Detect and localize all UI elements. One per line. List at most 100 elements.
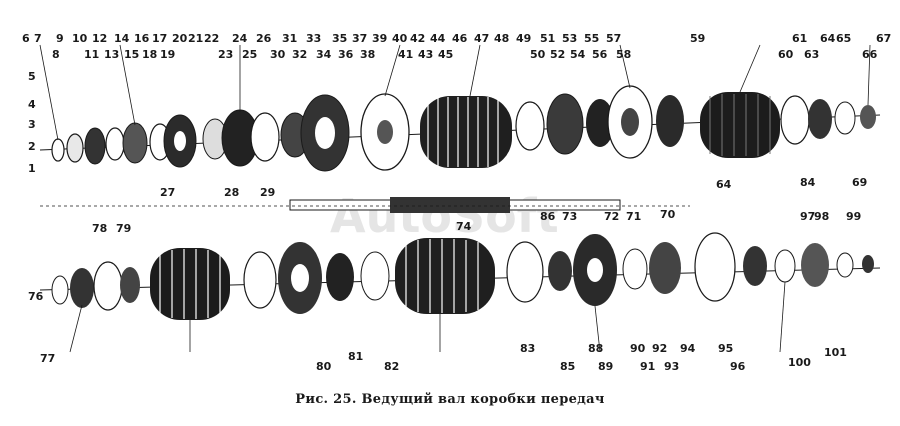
label-top-49: 57 [606, 32, 621, 45]
label-top-22: 30 [270, 48, 286, 61]
label-top-56: 65 [836, 32, 851, 45]
label-top-50: 58 [616, 48, 631, 61]
label-mid-74: 74 [456, 220, 472, 233]
label-top-37: 45 [438, 48, 453, 61]
label-side-4: 4 [28, 98, 36, 111]
label-top-34: 42 [410, 32, 425, 45]
label-bot-91: 91 [640, 360, 655, 373]
label-top-24: 32 [292, 48, 307, 61]
label-bot-95: 95 [718, 342, 733, 355]
label-top-40: 48 [494, 32, 509, 45]
label-mid-28: 28 [224, 186, 239, 199]
label-mid-64: 64 [716, 178, 732, 191]
label-top-32: 40 [392, 32, 408, 45]
label-bot-90: 90 [630, 342, 646, 355]
label-top-6: 11 [84, 48, 99, 61]
label-top-5: 10 [72, 32, 88, 45]
label-bot-78: 78 [92, 222, 107, 235]
label-top-26: 34 [316, 48, 332, 61]
label-bot-83: 83 [520, 342, 535, 355]
label-bot-86: 86 [540, 210, 556, 223]
label-top-35: 43 [418, 48, 433, 61]
label-top-25: 33 [306, 32, 321, 45]
label-bot-98: 98 [814, 210, 829, 223]
label-top-8: 13 [104, 48, 119, 61]
label-top-16: 21 [188, 32, 203, 45]
upper-shaft-assembly [39, 85, 881, 172]
other-labels: 1 2 3 4 5 27 28 29 64 69 70 71 72 73 74 … [28, 70, 867, 373]
label-bot-97: 97 [800, 210, 815, 223]
label-top-14: 19 [160, 48, 175, 61]
label-bot-96: 96 [730, 360, 746, 373]
label-top-31: 39 [372, 32, 387, 45]
label-top-53: 61 [792, 32, 807, 45]
label-bot-93: 93 [664, 360, 679, 373]
label-bot-81: 81 [348, 350, 363, 363]
label-mid-29: 29 [260, 186, 275, 199]
label-bot-100: 100 [788, 356, 811, 369]
label-top-36: 44 [430, 32, 446, 45]
label-top-39: 47 [474, 32, 489, 45]
label-mid-73: 73 [562, 210, 577, 223]
label-top-43: 51 [540, 32, 555, 45]
label-top-45: 53 [562, 32, 577, 45]
leader-lines [39, 44, 871, 353]
label-top-21: 26 [256, 32, 272, 45]
label-top-57: 66 [862, 48, 878, 61]
label-top-28: 36 [338, 48, 354, 61]
lower-shaft-assembly [39, 232, 881, 320]
label-top-51: 59 [690, 32, 705, 45]
label-side-2: 2 [28, 140, 36, 153]
label-bot-89: 89 [598, 360, 613, 373]
label-top-13: 18 [142, 48, 157, 61]
label-mid-71: 71 [626, 210, 641, 223]
label-bot-80: 80 [316, 360, 332, 373]
label-top-17: 22 [204, 32, 219, 45]
label-top-38: 46 [452, 32, 468, 45]
label-side-1: 1 [28, 162, 36, 175]
label-top-4: 9 [56, 32, 64, 45]
label-top-10: 15 [124, 48, 139, 61]
label-bot-101: 101 [824, 346, 847, 359]
label-mid-70: 70 [660, 208, 676, 221]
top-labels: 6 7 8 9 10 11 12 13 14 15 16 17 18 19 20… [22, 32, 891, 61]
label-top-33: 41 [398, 48, 413, 61]
label-top-58: 67 [876, 32, 891, 45]
label-bot-85: 85 [560, 360, 575, 373]
label-bot-88: 88 [588, 342, 603, 355]
label-top-29: 37 [352, 32, 367, 45]
label-top-42: 50 [530, 48, 546, 61]
label-top-46: 54 [570, 48, 586, 61]
label-top-9: 14 [114, 32, 130, 45]
label-top-48: 56 [592, 48, 608, 61]
label-bot-79: 79 [116, 222, 131, 235]
label-top-30: 38 [360, 48, 375, 61]
label-top-3: 8 [52, 48, 60, 61]
label-top-54: 63 [804, 48, 819, 61]
figure-caption: Рис. 25. Ведущий вал коробки передач [295, 392, 605, 407]
label-side-5: 5 [28, 70, 36, 83]
label-top-27: 35 [332, 32, 347, 45]
middle-shaft [40, 197, 690, 213]
label-top-1: 6 [22, 32, 30, 45]
label-top-15: 20 [172, 32, 188, 45]
label-bot-77: 77 [40, 352, 55, 365]
label-top-7: 12 [92, 32, 107, 45]
label-mid-69: 69 [852, 176, 867, 189]
label-side-3: 3 [28, 118, 36, 131]
label-bot-94: 94 [680, 342, 696, 355]
label-bot-92: 92 [652, 342, 667, 355]
label-top-41: 49 [516, 32, 531, 45]
label-bot-99: 99 [846, 210, 861, 223]
label-top-2: 7 [34, 32, 42, 45]
label-top-47: 55 [584, 32, 599, 45]
label-bot-76: 76 [28, 290, 44, 303]
label-top-12: 17 [152, 32, 167, 45]
label-top-44: 52 [550, 48, 565, 61]
label-top-20: 25 [242, 48, 257, 61]
label-bot-82: 82 [384, 360, 399, 373]
label-mid-27: 27 [160, 186, 175, 199]
label-mid-72: 72 [604, 210, 619, 223]
label-top-19: 24 [232, 32, 248, 45]
